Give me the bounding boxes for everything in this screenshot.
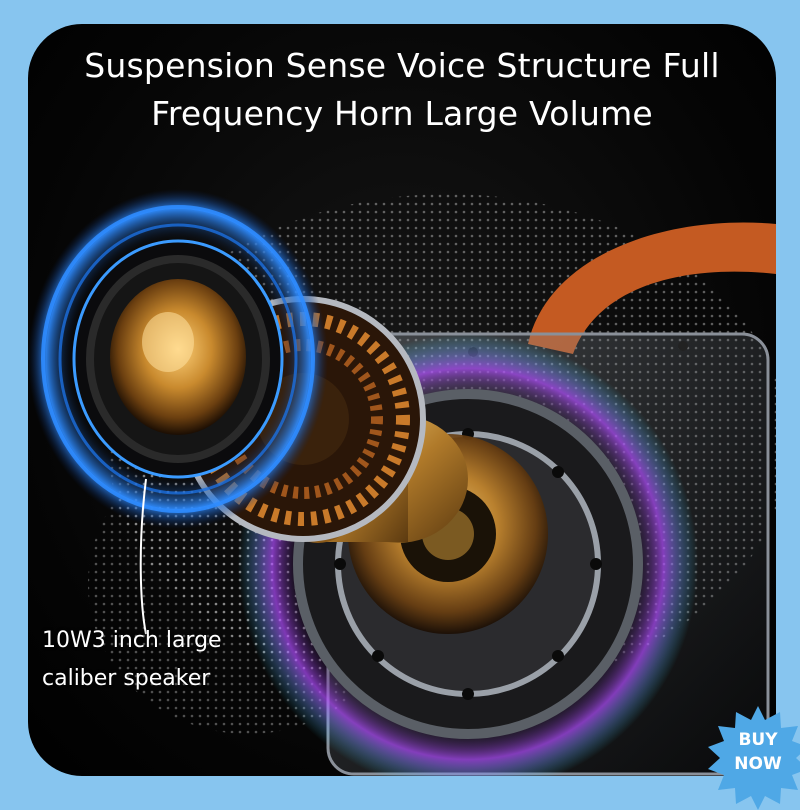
product-image-frame: Suspension Sense Voice Structure Full Fr… [28,24,776,776]
caption-line-2: caliber speaker [42,666,211,691]
headline-line-2: Frequency Horn Large Volume [151,94,653,133]
speaker-illustration [28,189,776,776]
speaker-caption: 10W3 inch large caliber speaker [42,622,222,698]
starburst-icon [708,706,800,810]
buy-now-label: BUY NOW [706,728,800,776]
caption-line-1: 10W3 inch large [42,628,222,653]
carry-strap [528,222,776,354]
buy-label: BUY [738,730,778,750]
headline-line-1: Suspension Sense Voice Structure Full [84,46,720,85]
buy-now-badge[interactable]: BUY NOW [706,706,800,810]
now-label: NOW [734,754,782,774]
caption-pointer [139,478,147,635]
headline: Suspension Sense Voice Structure Full Fr… [28,42,776,138]
front-driver [28,189,328,529]
